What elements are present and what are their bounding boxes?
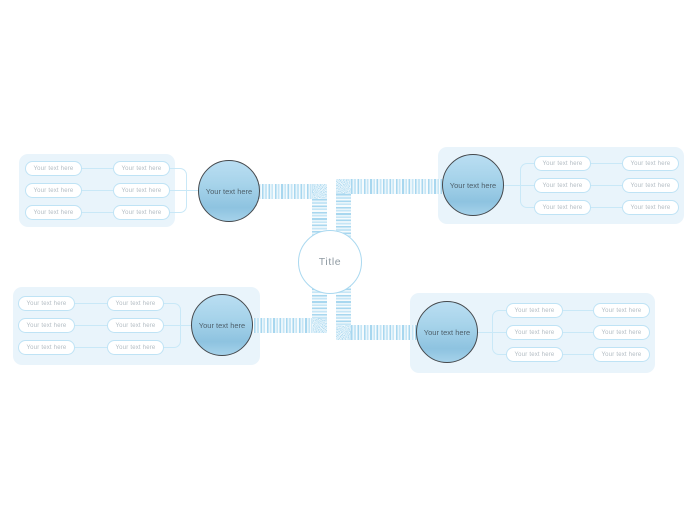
text-box[interactable]: Your text here [506,325,563,340]
striped-band-corner [336,179,351,194]
text-box[interactable]: Your text here [593,347,650,362]
text-box[interactable]: Your text here [107,318,164,333]
striped-band-corner [312,318,327,333]
text-box[interactable]: Your text here [25,161,82,176]
text-box[interactable]: Your text here [18,340,75,355]
striped-band-top-right-horizontal [351,179,448,194]
text-box-label: Your text here [630,160,671,167]
text-box[interactable]: Your text here [18,318,75,333]
text-box-label: Your text here [514,351,555,358]
text-box-label: Your text here [115,322,156,329]
branch-node-label: Your text here [423,327,471,337]
text-box[interactable]: Your text here [113,205,170,220]
text-box-label: Your text here [514,307,555,314]
connector-line [503,185,534,186]
connector-line [591,207,622,208]
striped-band-bottom-right-vertical [336,282,351,325]
text-box[interactable]: Your text here [622,178,679,193]
connector-line [75,325,107,326]
text-box[interactable]: Your text here [18,296,75,311]
branch-node-label: Your text here [198,320,246,330]
text-box-label: Your text here [33,209,74,216]
branch-node-top-left[interactable]: Your text here [198,160,260,222]
text-box-label: Your text here [26,322,67,329]
connector-line [82,168,113,169]
connector-line [82,212,113,213]
text-box[interactable]: Your text here [593,303,650,318]
text-box[interactable]: Your text here [25,205,82,220]
text-box[interactable]: Your text here [506,347,563,362]
text-box-label: Your text here [630,204,671,211]
connector-line [170,190,198,191]
text-box-label: Your text here [115,344,156,351]
text-box-label: Your text here [630,182,671,189]
text-box-label: Your text here [601,329,642,336]
connector-line [563,310,593,311]
text-box[interactable]: Your text here [107,296,164,311]
text-box-label: Your text here [26,300,67,307]
text-box-label: Your text here [115,300,156,307]
text-box[interactable]: Your text here [622,156,679,171]
striped-band-corner [336,325,351,340]
connector-line [563,332,593,333]
connector-elbow [170,168,187,191]
connector-line [164,325,192,326]
branch-node-bottom-left[interactable]: Your text here [191,294,253,356]
text-box[interactable]: Your text here [107,340,164,355]
striped-band-corner [312,184,327,199]
text-box-label: Your text here [121,187,162,194]
branch-node-top-right[interactable]: Your text here [442,154,504,216]
connector-line [591,163,622,164]
connector-elbow [520,185,534,208]
connector-elbow [164,325,181,348]
text-box[interactable]: Your text here [506,303,563,318]
striped-band-top-right-vertical [336,194,351,242]
text-box-label: Your text here [514,329,555,336]
text-box-label: Your text here [121,209,162,216]
text-box[interactable]: Your text here [25,183,82,198]
connector-line [477,332,506,333]
text-box-label: Your text here [601,307,642,314]
text-box-label: Your text here [542,204,583,211]
text-box-label: Your text here [601,351,642,358]
text-box[interactable]: Your text here [534,178,591,193]
connector-elbow [170,190,187,213]
text-box[interactable]: Your text here [534,200,591,215]
branch-node-label: Your text here [205,186,253,196]
central-title-label: Title [318,256,342,268]
connector-line [75,303,107,304]
text-box-label: Your text here [542,160,583,167]
connector-elbow [520,163,534,186]
text-box-label: Your text here [33,187,74,194]
branch-node-bottom-right[interactable]: Your text here [416,301,478,363]
text-box[interactable]: Your text here [593,325,650,340]
text-box-label: Your text here [33,165,74,172]
text-box-label: Your text here [121,165,162,172]
connector-line [75,347,107,348]
text-box-label: Your text here [542,182,583,189]
branch-node-label: Your text here [449,180,497,190]
connector-line [563,354,593,355]
text-box[interactable]: Your text here [622,200,679,215]
text-box[interactable]: Your text here [113,161,170,176]
connector-line [82,190,113,191]
connector-elbow [164,303,181,326]
connector-elbow [492,332,506,355]
text-box[interactable]: Your text here [113,183,170,198]
text-box[interactable]: Your text here [534,156,591,171]
connector-line [591,185,622,186]
central-title-node[interactable]: Title [298,230,362,294]
text-box-label: Your text here [26,344,67,351]
connector-elbow [492,310,506,333]
